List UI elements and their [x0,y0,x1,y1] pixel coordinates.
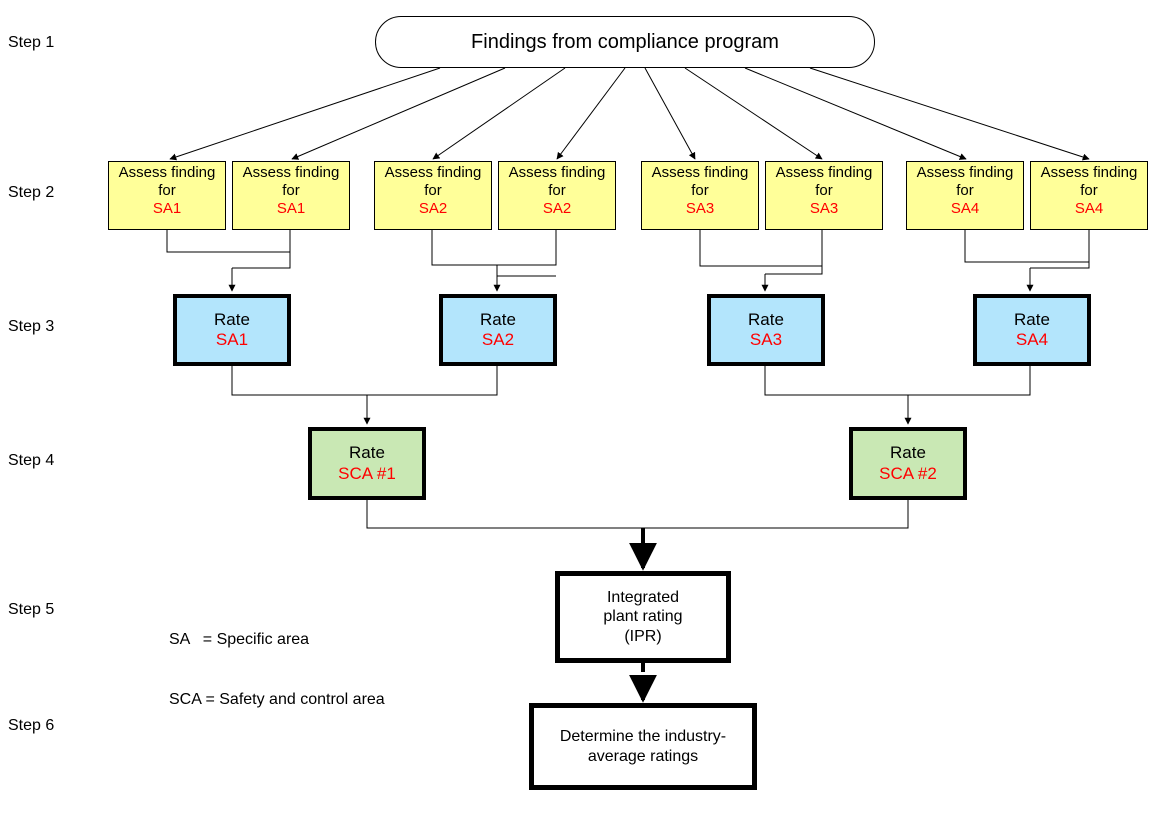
rate-sa-area: SA3 [749,330,783,349]
step-label-5: Step 5 [8,601,55,618]
assess-area: SA3 [809,200,839,217]
assess-area: SA2 [418,200,448,217]
assess-line-2: for [424,182,442,199]
assess-area: SA1 [152,200,182,217]
rate-sa-label: Rate [214,309,250,329]
step-label-6: Step 6 [8,717,55,734]
fan-arrow [169,67,441,161]
connector-sa4-merge [964,230,1090,263]
rate-sca-area: SCA #1 [338,463,396,483]
assess-line-2: for [1080,182,1098,199]
assess-area: SA4 [1074,200,1104,217]
assess-line-2: for [815,182,833,199]
assess-line-2: for [158,182,176,199]
fan-arrow [644,67,696,160]
assess-line-1: Assess finding [1040,164,1138,181]
assess-area: SA1 [276,200,306,217]
rate-sa-label: Rate [480,309,516,329]
connector-sa3-merge-low [765,266,823,275]
ipr-line-2: plant rating [603,608,683,626]
connector-sca2-merge [764,366,1031,396]
assess-line-1: Assess finding [916,164,1014,181]
step-label-1: Step 1 [8,34,55,51]
assess-area: SA2 [542,200,572,217]
assess-line-2: for [691,182,709,199]
assess-line-2: for [282,182,300,199]
down-arrows [228,265,1034,425]
merge-connectors [166,230,1090,529]
connector-sca1-merge [231,366,498,396]
connector-ipr-merge [366,500,909,529]
legend-sa: SA = Specific area [169,631,310,648]
assess-line-2: for [548,182,566,199]
assess-area: SA4 [950,200,980,217]
assess-line-1: Assess finding [508,164,606,181]
ipr-line-3: (IPR) [624,627,662,645]
fan-arrow [556,67,626,160]
fan-arrow [432,67,566,160]
assess-line-1: Assess finding [775,164,873,181]
assess-line-1: Assess finding [242,164,340,181]
connector-sa1-merge-low [232,252,291,269]
rate-sa-label: Rate [1014,309,1050,329]
final-line-2: average ratings [587,747,699,765]
connector-sa2-merge [431,230,557,266]
connector-sa3-merge [699,230,823,267]
assess-line-1: Assess finding [651,164,749,181]
step-label-4: Step 4 [8,452,55,469]
legend: SA = Specific area SCA = Safety and cont… [169,590,385,750]
legend-sca: SCA = Safety and control area [169,691,385,708]
fan-arrow [809,67,1090,161]
rate-sa-area: SA4 [1015,330,1049,349]
rate-sa-label: Rate [748,309,784,329]
assess-line-2: for [956,182,974,199]
findings-node: Findings from compliance program [375,16,875,68]
final-line-1: Determine the industry- [559,728,727,746]
assess-line-1: Assess finding [118,164,216,181]
assess-line-1: Assess finding [384,164,482,181]
connector-sa4-merge-low [1030,262,1090,269]
fan-arrow [744,67,967,160]
fan-arrow [291,67,506,160]
rate-sca-label: Rate [349,443,385,463]
rate-sa-area: SA1 [215,330,249,349]
fan-out-arrows [169,67,1090,161]
final-node: Determine the industry- average ratings [529,703,757,790]
assess-area: SA3 [685,200,715,217]
fan-arrow [684,67,823,160]
rate-sa-area: SA2 [481,330,515,349]
ipr-node: Integrated plant rating (IPR) [555,571,731,663]
ipr-line-1: Integrated [606,589,680,607]
connector-sa1-merge [166,230,291,253]
step-label-3: Step 3 [8,318,55,335]
step-label-2: Step 2 [8,184,55,201]
rate-sca-area: SCA #2 [879,463,937,483]
rate-sca-label: Rate [890,443,926,463]
